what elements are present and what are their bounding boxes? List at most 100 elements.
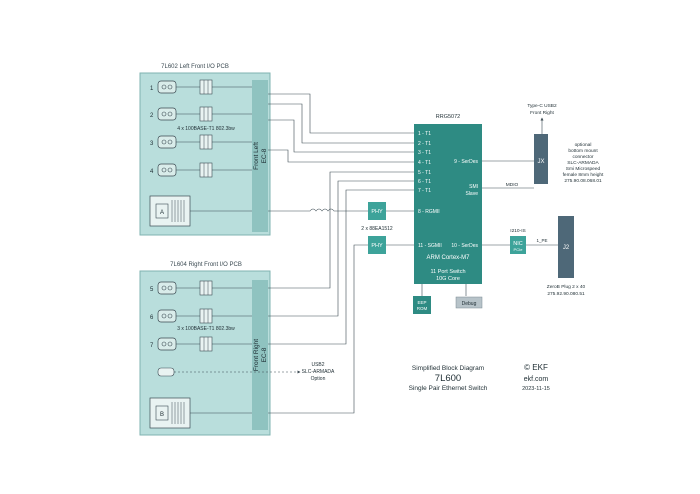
nic: I210-IS NIC PCIe 1_PE	[510, 228, 548, 254]
mdio-label: MDIO	[506, 182, 519, 188]
j2-note-line2: 275.92.90.080.51	[547, 291, 585, 297]
j2-connector: J2 ZeroB Plug 2 x 40 275.92.90.080.51	[547, 216, 586, 297]
eeprom-line2: ROM	[417, 306, 428, 311]
usb2-note-line3: Option	[311, 376, 326, 382]
switch-chip: RRG5072 1 - T1 2 - T1 3 - T1 4 - T1 5 - …	[414, 114, 482, 282]
pin-icon	[161, 84, 167, 90]
debug-box	[455, 296, 483, 309]
port-number: 4	[150, 169, 154, 175]
spe-connector-icon	[157, 163, 177, 177]
eeprom: EEP ROM	[413, 296, 431, 314]
chip-serdes-9: 9 - SerDes	[454, 159, 478, 165]
caption-site: ekf.com	[524, 376, 549, 383]
right-connector-sub: EC-8	[261, 347, 268, 362]
chip-port-3: 3 - T1	[418, 150, 431, 156]
chip-part-number: RRG5072	[436, 114, 460, 120]
rj45-label: A	[160, 210, 164, 216]
pin-icon	[161, 167, 167, 173]
port-number: 6	[150, 315, 154, 321]
jx-box	[534, 134, 548, 184]
phy-2: PHY	[368, 236, 386, 254]
caption: Simplified Block Diagram 7L600 Single Pa…	[409, 363, 550, 392]
rj45-a: A	[149, 195, 252, 227]
right-connector-label: Front Right	[253, 339, 260, 371]
pin-icon	[167, 341, 173, 347]
chip-smi: SMI	[469, 184, 478, 190]
port-row-4: 4	[150, 162, 252, 178]
phy-label: PHY	[371, 243, 383, 249]
chip-port-4: 4 - T1	[418, 160, 431, 166]
spe-connector-icon	[157, 107, 177, 121]
jx-top-line1: Type-C USB2	[527, 103, 557, 109]
caption-title: Simplified Block Diagram	[412, 365, 484, 372]
port-number: 2	[150, 113, 154, 119]
left-connector-ec8	[252, 80, 268, 232]
jx-note-6: 275.90.08.068.01	[564, 178, 602, 184]
right-pcb: 7L604 Right Front I/O PCB Front Right EC…	[139, 262, 301, 436]
debug-label: Debug	[462, 301, 477, 307]
port-row-2: 2	[150, 106, 252, 122]
magnetics-icon	[199, 280, 213, 296]
magnetics-icon	[199, 336, 213, 352]
chip-port-6: 6 - T1	[418, 179, 431, 185]
left-magnetics-note: 4 x 100BASE-T1 802.3bw	[177, 126, 235, 132]
magnetics-icon	[199, 106, 213, 122]
pin-icon	[167, 285, 173, 291]
nic-label: NIC	[513, 241, 523, 247]
magnetics-icon	[199, 162, 213, 178]
rj45-b: B	[149, 397, 252, 429]
nic-sub: PCIe	[514, 247, 524, 252]
phy-box	[368, 236, 386, 254]
chip-cpu: ARM Cortex-M7	[426, 255, 470, 261]
nic-box	[510, 236, 526, 254]
pin-icon	[167, 313, 173, 319]
debug: Debug	[455, 296, 483, 309]
magnetics-icon	[199, 134, 213, 150]
pin-icon	[161, 111, 167, 117]
port-number: 3	[150, 141, 154, 147]
phy-box	[368, 202, 386, 220]
pin-icon	[161, 341, 167, 347]
caption-copyright: © EKF	[524, 363, 548, 372]
chip-rgmii: 8 - RGMII	[418, 209, 440, 215]
jx-note-3: SLC-ARMADA	[567, 160, 599, 166]
chip-port-7: 7 - T1	[418, 188, 431, 194]
port-number: 1	[150, 86, 154, 92]
port-row-6: 6	[150, 308, 252, 324]
pin-icon	[161, 285, 167, 291]
rj45-jack-icon	[149, 195, 191, 227]
usb2-note-line2: SLC-ARMADA	[302, 369, 335, 375]
spe-connector-icon	[157, 135, 177, 149]
jx-note-0: optional	[575, 142, 592, 148]
caption-product: 7L600	[435, 373, 461, 384]
port-row-7: 7	[150, 336, 252, 352]
pin-icon	[161, 139, 167, 145]
chip-port-5: 5 - T1	[418, 170, 431, 176]
usb-c-connector-icon	[157, 367, 175, 377]
jx-note-4: Smi Microspeed	[566, 166, 601, 172]
magnetics-icon	[199, 308, 213, 324]
chip-switch-line2-overlay: 10G Core	[436, 276, 460, 282]
caption-date: 2023-11-15	[522, 386, 550, 392]
jx-note-1: bottom mount	[568, 148, 598, 154]
pin-icon	[167, 139, 173, 145]
left-pcb: 7L602 Left Front I/O PCB Front Left EC-8…	[139, 64, 271, 236]
chip-body-lower	[414, 268, 482, 284]
right-connector-ec8	[252, 280, 268, 430]
chip-switch-line1-overlay: 11 Port Switch	[430, 269, 465, 275]
port-row-3: 3	[150, 134, 252, 150]
j2-note-line1: ZeroB Plug 2 x 40	[547, 284, 586, 290]
usb2-note-line1: USB2	[311, 362, 324, 368]
spe-connector-icon	[157, 80, 177, 94]
nic-part: I210-IS	[510, 228, 525, 234]
chip-smi-slave: Slave	[465, 191, 478, 197]
port-number: 5	[150, 287, 154, 293]
spe-connector-icon	[157, 281, 177, 295]
chip-port-2: 2 - T1	[418, 141, 431, 147]
spe-connector-icon	[157, 309, 177, 323]
rj45-label: B	[160, 412, 164, 418]
j2-box	[558, 216, 574, 278]
spe-connector-icon	[157, 337, 177, 351]
phy-1: PHY	[368, 202, 386, 220]
